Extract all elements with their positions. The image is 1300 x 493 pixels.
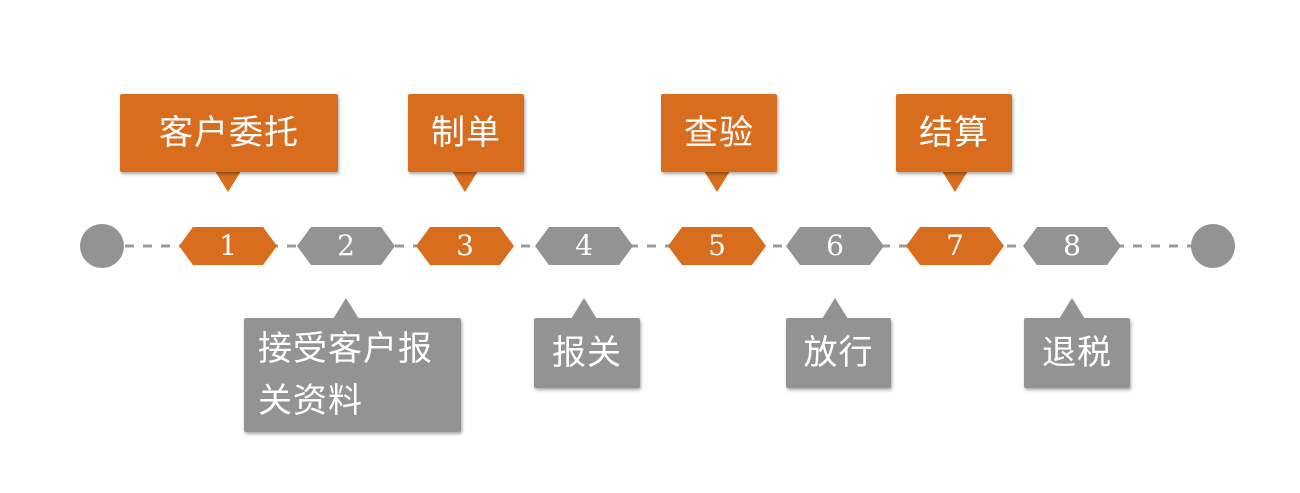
step-1-callout-pointer [215,171,241,192]
step-8-number: 8 [1063,229,1081,262]
timeline-end-dot [1191,224,1235,268]
step-7-callout-pointer [942,171,968,192]
step-6-label: 放行 [786,318,891,388]
step-2-label: 接受客户报 关资料 [244,318,461,432]
step-3-callout-pointer [452,171,478,192]
step-8-label: 退税 [1024,318,1130,388]
step-4-label: 报关 [534,318,640,388]
step-5-callout-pointer [704,171,730,192]
step-5-badge [668,227,766,265]
step-2-badge [297,227,395,265]
step-4-callout-pointer [571,298,597,319]
step-6-badge [786,227,884,265]
step-8-badge [1023,227,1121,265]
step-5-label: 查验 [661,94,777,172]
step-1-badge [179,227,277,265]
step-3-number: 3 [456,229,474,262]
step-3-label: 制单 [408,94,524,172]
step-1-label: 客户委托 [120,94,338,172]
step-2-callout-pointer [333,298,359,319]
step-2-number: 2 [337,229,355,262]
step-6-number: 6 [826,229,844,262]
step-4-badge [535,227,633,265]
step-5-number: 5 [708,229,726,262]
timeline-start-dot [80,224,124,268]
step-7-label: 结算 [896,94,1012,172]
step-4-number: 4 [575,229,593,262]
step-7-badge [906,227,1004,265]
step-3-badge [416,227,514,265]
step-1-number: 1 [219,229,237,262]
step-7-number: 7 [946,229,964,262]
step-6-callout-pointer [822,298,848,319]
step-8-callout-pointer [1059,298,1085,319]
